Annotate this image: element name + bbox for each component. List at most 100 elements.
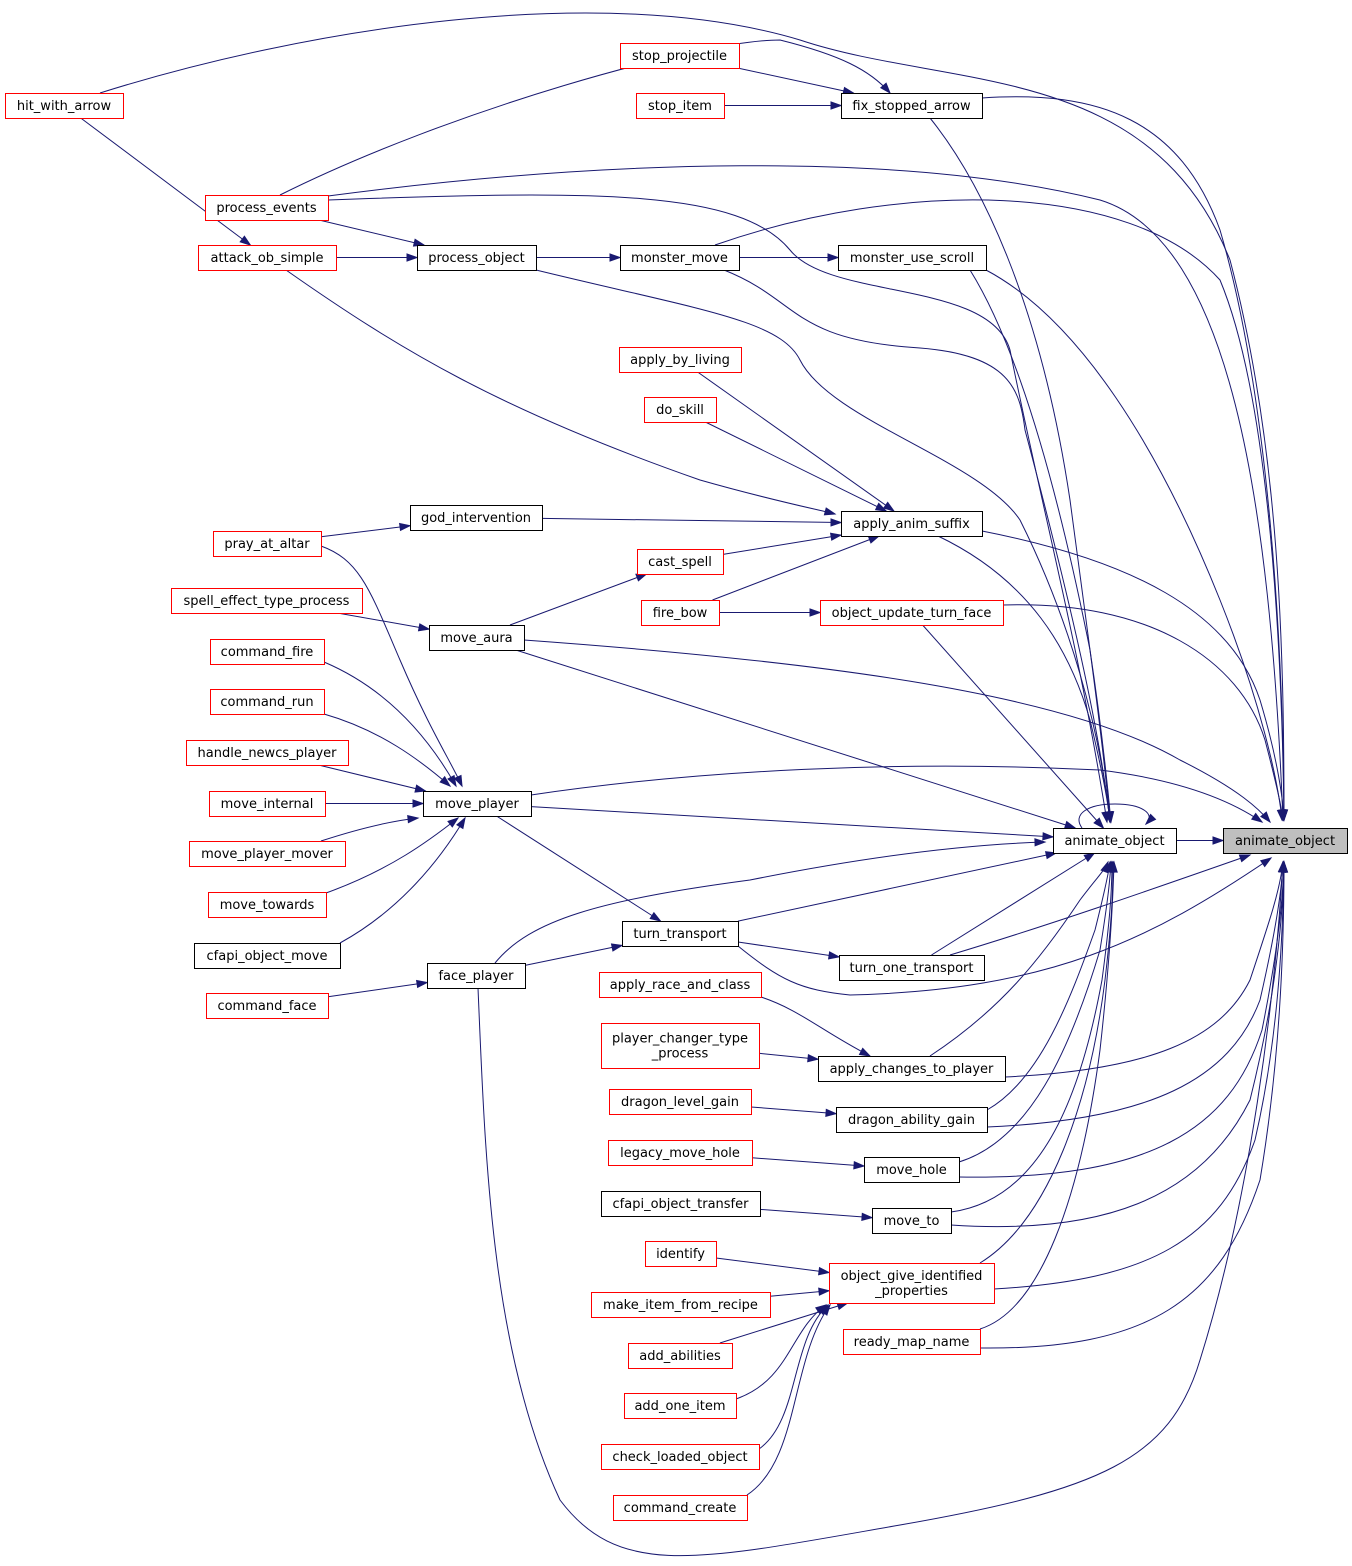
node-add_abilities[interactable]: add_abilities [628, 1343, 733, 1369]
node-move_internal[interactable]: move_internal [209, 791, 326, 817]
edge-turn_one_transport-to-animate_object_caller [931, 852, 1096, 956]
arrowhead-icon [447, 774, 457, 788]
arrowhead-icon [412, 799, 425, 808]
node-object_give_identified_properties[interactable]: object_give_identified_properties [829, 1263, 995, 1304]
edge-line [758, 1304, 829, 1450]
node-move_hole[interactable]: move_hole [864, 1157, 960, 1183]
edge-attack_ob_simple-to-apply_anim_suffix [285, 269, 837, 516]
node-add_one_item[interactable]: add_one_item [624, 1393, 737, 1419]
node-monster_move[interactable]: monster_move [620, 245, 740, 271]
node-box [410, 505, 543, 531]
node-hit_with_arrow[interactable]: hit_with_arrow [5, 93, 124, 119]
node-command_face[interactable]: command_face [206, 993, 329, 1019]
arrowhead-icon [1212, 836, 1225, 845]
node-move_to[interactable]: move_to [872, 1208, 952, 1234]
edge-line [1078, 803, 1150, 829]
node-spell_effect_type_process[interactable]: spell_effect_type_process [171, 588, 363, 614]
node-dragon_level_gain[interactable]: dragon_level_gain [609, 1089, 752, 1115]
node-process_object[interactable]: process_object [417, 245, 537, 271]
edge-line [759, 1208, 873, 1219]
edge-line [285, 269, 836, 515]
arrowhead-icon [1083, 852, 1096, 863]
node-ready_map_name[interactable]: ready_map_name [843, 1329, 981, 1355]
edge-pray_at_altar-to-god_intervention [320, 522, 412, 538]
edge-face_player-to-animate_object_caller [494, 838, 1047, 964]
node-command_create[interactable]: command_create [613, 1495, 748, 1521]
node-identify[interactable]: identify [645, 1241, 717, 1267]
node-box [838, 245, 987, 271]
node-label: move_internal [221, 797, 314, 812]
edge-monster_move-to-monster_use_scroll [739, 253, 840, 262]
arrowhead-icon [830, 518, 843, 527]
edge-line [737, 941, 840, 958]
node-dragon_ability_gain[interactable]: dragon_ability_gain [836, 1107, 988, 1133]
node-move_aura[interactable]: move_aura [429, 625, 525, 651]
node-cfapi_object_transfer[interactable]: cfapi_object_transfer [601, 1191, 761, 1217]
node-box [839, 955, 985, 981]
node-cast_spell[interactable]: cast_spell [637, 549, 724, 575]
node-fix_stopped_arrow[interactable]: fix_stopped_arrow [841, 93, 983, 119]
node-move_player_mover[interactable]: move_player_mover [189, 841, 346, 867]
edge-line [950, 861, 1113, 1213]
node-turn_transport[interactable]: turn_transport [622, 921, 739, 947]
nodes-layer: animate_objectanimate_objectfix_stopped_… [5, 43, 1348, 1521]
node-apply_by_living[interactable]: apply_by_living [619, 347, 742, 373]
node-label: hit_with_arrow [17, 99, 112, 114]
node-box [864, 1157, 960, 1183]
edge-line [958, 861, 1112, 1163]
node-god_intervention[interactable]: god_intervention [410, 505, 543, 531]
edge-command_face-to-face_player [327, 979, 429, 998]
node-face_player[interactable]: face_player [427, 963, 526, 989]
node-check_loaded_object[interactable]: check_loaded_object [601, 1444, 760, 1470]
node-label: cfapi_object_transfer [613, 1197, 750, 1212]
edge-line [993, 861, 1285, 1290]
node-stop_item[interactable]: stop_item [636, 93, 725, 119]
node-fire_bow[interactable]: fire_bow [641, 600, 720, 626]
edge-line [922, 624, 1104, 829]
arrowhead-icon [416, 979, 429, 989]
node-label: stop_projectile [632, 49, 727, 64]
edge-line [929, 861, 1109, 1057]
node-legacy_move_hole[interactable]: legacy_move_hole [608, 1140, 753, 1166]
arrowhead-icon [829, 532, 843, 541]
node-cfapi_object_move[interactable]: cfapi_object_move [194, 943, 341, 969]
arrowhead-icon [417, 623, 431, 632]
node-apply_anim_suffix[interactable]: apply_anim_suffix [841, 511, 983, 537]
node-label: identify [656, 1247, 705, 1262]
node-monster_use_scroll[interactable]: monster_use_scroll [838, 245, 987, 271]
node-pray_at_altar[interactable]: pray_at_altar [213, 531, 322, 557]
node-stop_projectile[interactable]: stop_projectile [620, 43, 740, 69]
node-command_run[interactable]: command_run [210, 689, 325, 715]
node-box [601, 1023, 760, 1069]
edge-line [750, 1106, 837, 1115]
edge-line [327, 194, 1108, 823]
edge-move_aura-to-animate_object_caller [515, 649, 1077, 829]
node-attack_ob_simple[interactable]: attack_ob_simple [198, 245, 337, 271]
node-move_towards[interactable]: move_towards [208, 892, 327, 918]
node-box [599, 972, 762, 998]
edge-process_events-to-fix_stopped_arrow [279, 39, 891, 196]
node-turn_one_transport[interactable]: turn_one_transport [839, 955, 985, 981]
node-command_fire[interactable]: command_fire [210, 639, 325, 665]
node-handle_newcs_player[interactable]: handle_newcs_player [186, 740, 349, 766]
node-apply_changes_to_player[interactable]: apply_changes_to_player [818, 1056, 1006, 1082]
node-label: command_create [624, 1501, 737, 1516]
edge-move_player-to-turn_transport [496, 815, 662, 922]
node-process_events[interactable]: process_events [205, 195, 329, 221]
edge-line [979, 861, 1115, 1330]
node-player_changer_type_process[interactable]: player_changer_type_process [601, 1023, 760, 1069]
node-box [841, 93, 983, 119]
node-make_item_from_recipe[interactable]: make_item_from_recipe [591, 1292, 771, 1318]
node-label: fix_stopped_arrow [852, 99, 971, 114]
node-do_skill[interactable]: do_skill [644, 397, 717, 423]
node-apply_race_and_class[interactable]: apply_race_and_class [599, 972, 762, 998]
arrowhead-icon [1277, 809, 1287, 822]
node-box [427, 963, 526, 989]
node-move_player[interactable]: move_player [423, 791, 532, 817]
arrowhead-icon [858, 1047, 872, 1057]
arrowhead-icon [861, 1212, 874, 1221]
node-label: command_face [217, 999, 316, 1014]
node-object_update_turn_face[interactable]: object_update_turn_face [820, 600, 1004, 626]
node-label: process_object [428, 251, 525, 266]
node-animate_object_caller[interactable]: animate_object [1053, 828, 1177, 854]
